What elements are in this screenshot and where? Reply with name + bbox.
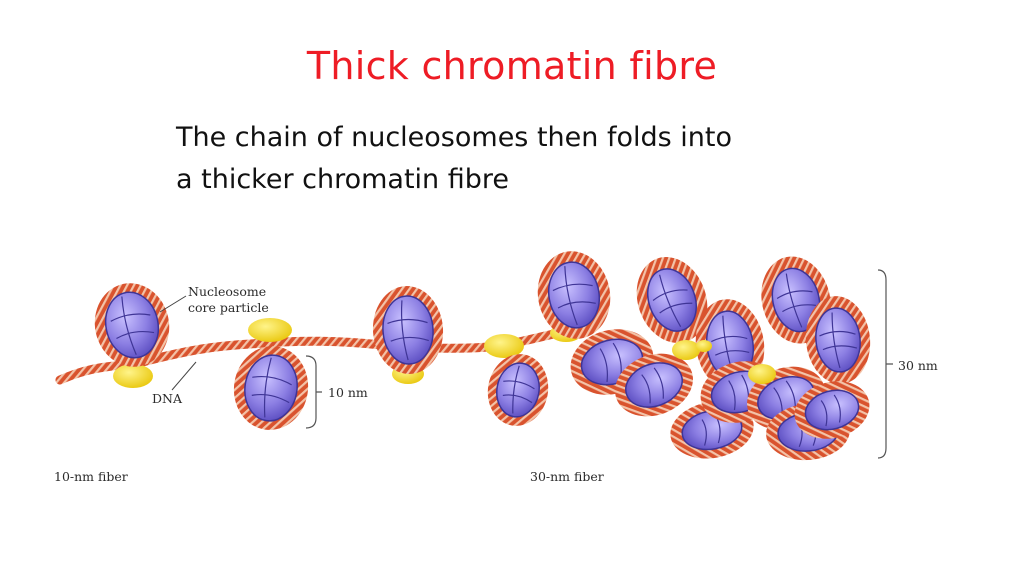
nucleosome-label-line-1: Nucleosome <box>188 284 266 299</box>
nucleosome <box>94 283 170 367</box>
ten-nm-fiber-caption: 10-nm fiber <box>54 469 128 484</box>
solenoid-cluster <box>537 251 871 461</box>
thirty-nm-label: 30 nm <box>898 358 938 373</box>
dna-pointer <box>171 361 197 391</box>
nucleosome-pointer <box>159 295 187 313</box>
nucleosome <box>372 286 444 374</box>
thirty-nm-fiber-caption: 30-nm fiber <box>530 469 604 484</box>
ten-nm-label: 10 nm <box>328 385 368 400</box>
nucleosome-label-line-2: core particle <box>188 300 269 315</box>
slide-subtitle-line-2: a thicker chromatin fibre <box>176 164 510 195</box>
dna-label: DNA <box>152 391 183 406</box>
thirty-nm-bracket <box>877 269 893 459</box>
nucleosome <box>233 346 309 430</box>
nucleosome <box>487 354 549 426</box>
slide-title: Thick chromatin fibre <box>306 44 718 88</box>
slide-subtitle-line-1: The chain of nucleosomes then folds into <box>176 122 732 153</box>
ten-nm-bracket <box>305 355 322 429</box>
